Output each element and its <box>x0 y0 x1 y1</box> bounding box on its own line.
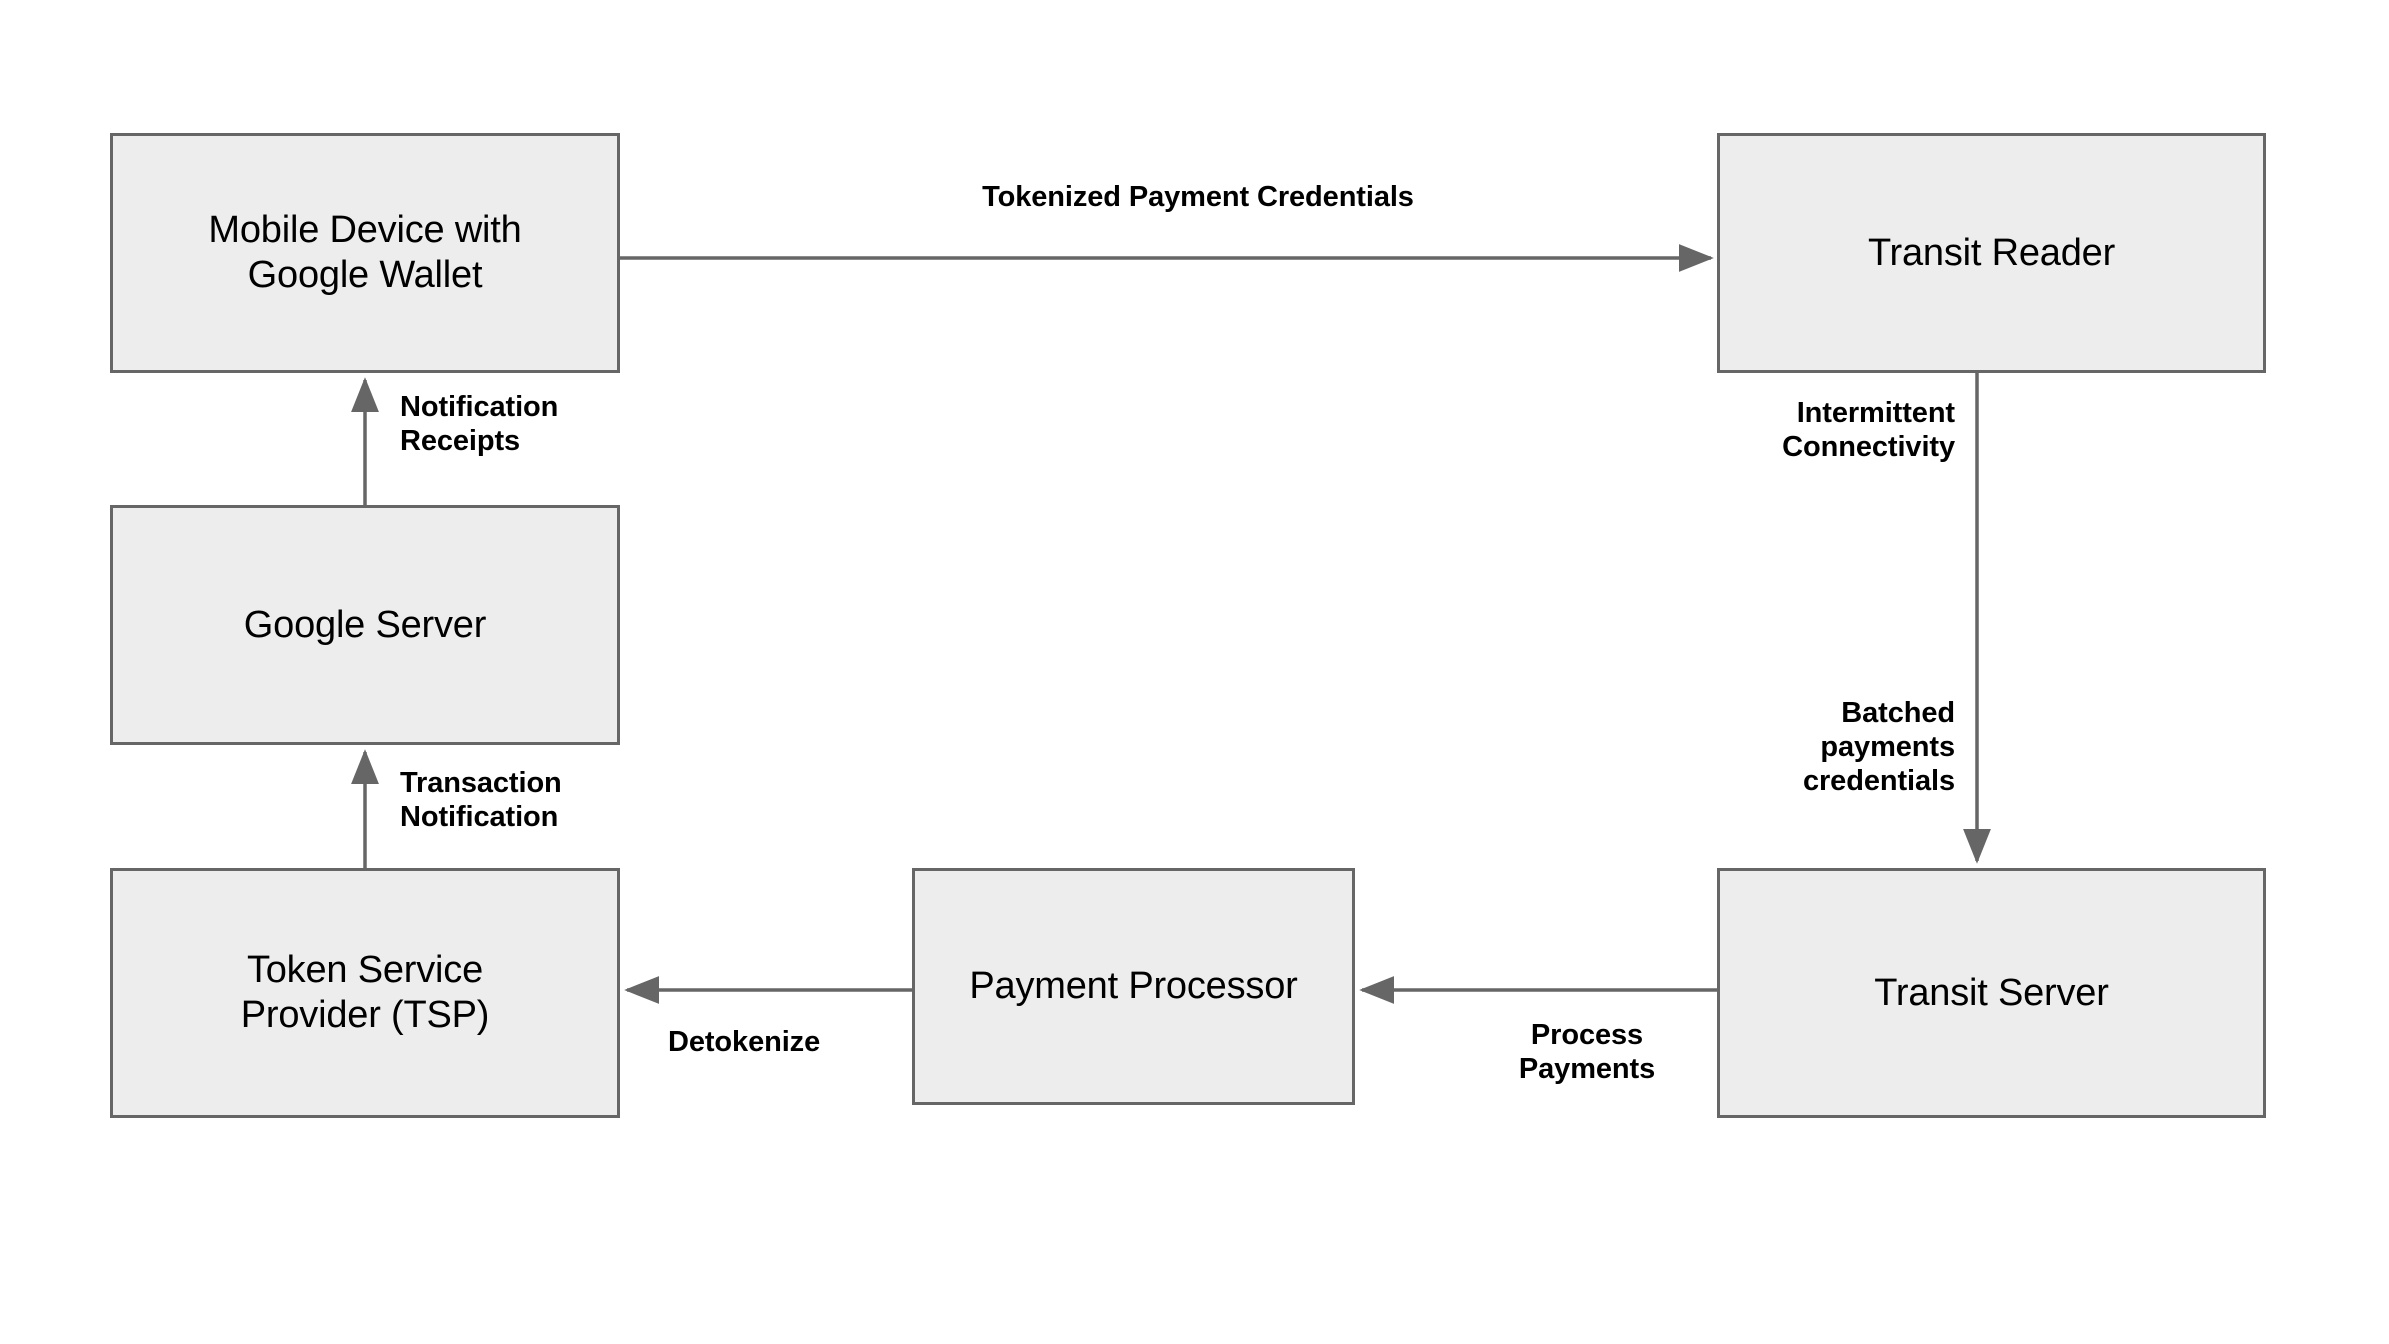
node-label: Payment Processor <box>969 965 1298 1008</box>
node-transit-server[interactable]: Transit Server <box>1717 868 2266 1118</box>
edge-label-batched-payments-credentials: Batched payments credentials <box>1802 697 1955 798</box>
node-label: Token Service Provider (TSP) <box>240 949 490 1036</box>
edge-label-tokenized-payment-credentials: Tokenized Payment Credentials <box>982 181 1414 213</box>
edge-label-process-payments: Process Payments <box>1518 1019 1656 1086</box>
node-transit-reader[interactable]: Transit Reader <box>1717 133 2266 373</box>
edge-label-transaction-notification: Transaction Notification <box>400 767 562 834</box>
edge-label-intermittent-connectivity: Intermittent Connectivity <box>1782 397 1955 464</box>
node-label: Mobile Device with Google Wallet <box>208 209 522 296</box>
node-google-server[interactable]: Google Server <box>110 505 620 745</box>
edge-label-notification-receipts: Notification Receipts <box>400 391 559 458</box>
node-label: Google Server <box>243 603 487 646</box>
node-token-service-provider[interactable]: Token Service Provider (TSP) <box>110 868 620 1118</box>
node-payment-processor[interactable]: Payment Processor <box>912 868 1355 1105</box>
node-label: Transit Reader <box>1867 231 2116 274</box>
node-label: Transit Server <box>1874 971 2109 1014</box>
node-mobile-device-with-google-wallet[interactable]: Mobile Device with Google Wallet <box>110 133 620 373</box>
edge-label-detokenize: Detokenize <box>668 1026 821 1058</box>
